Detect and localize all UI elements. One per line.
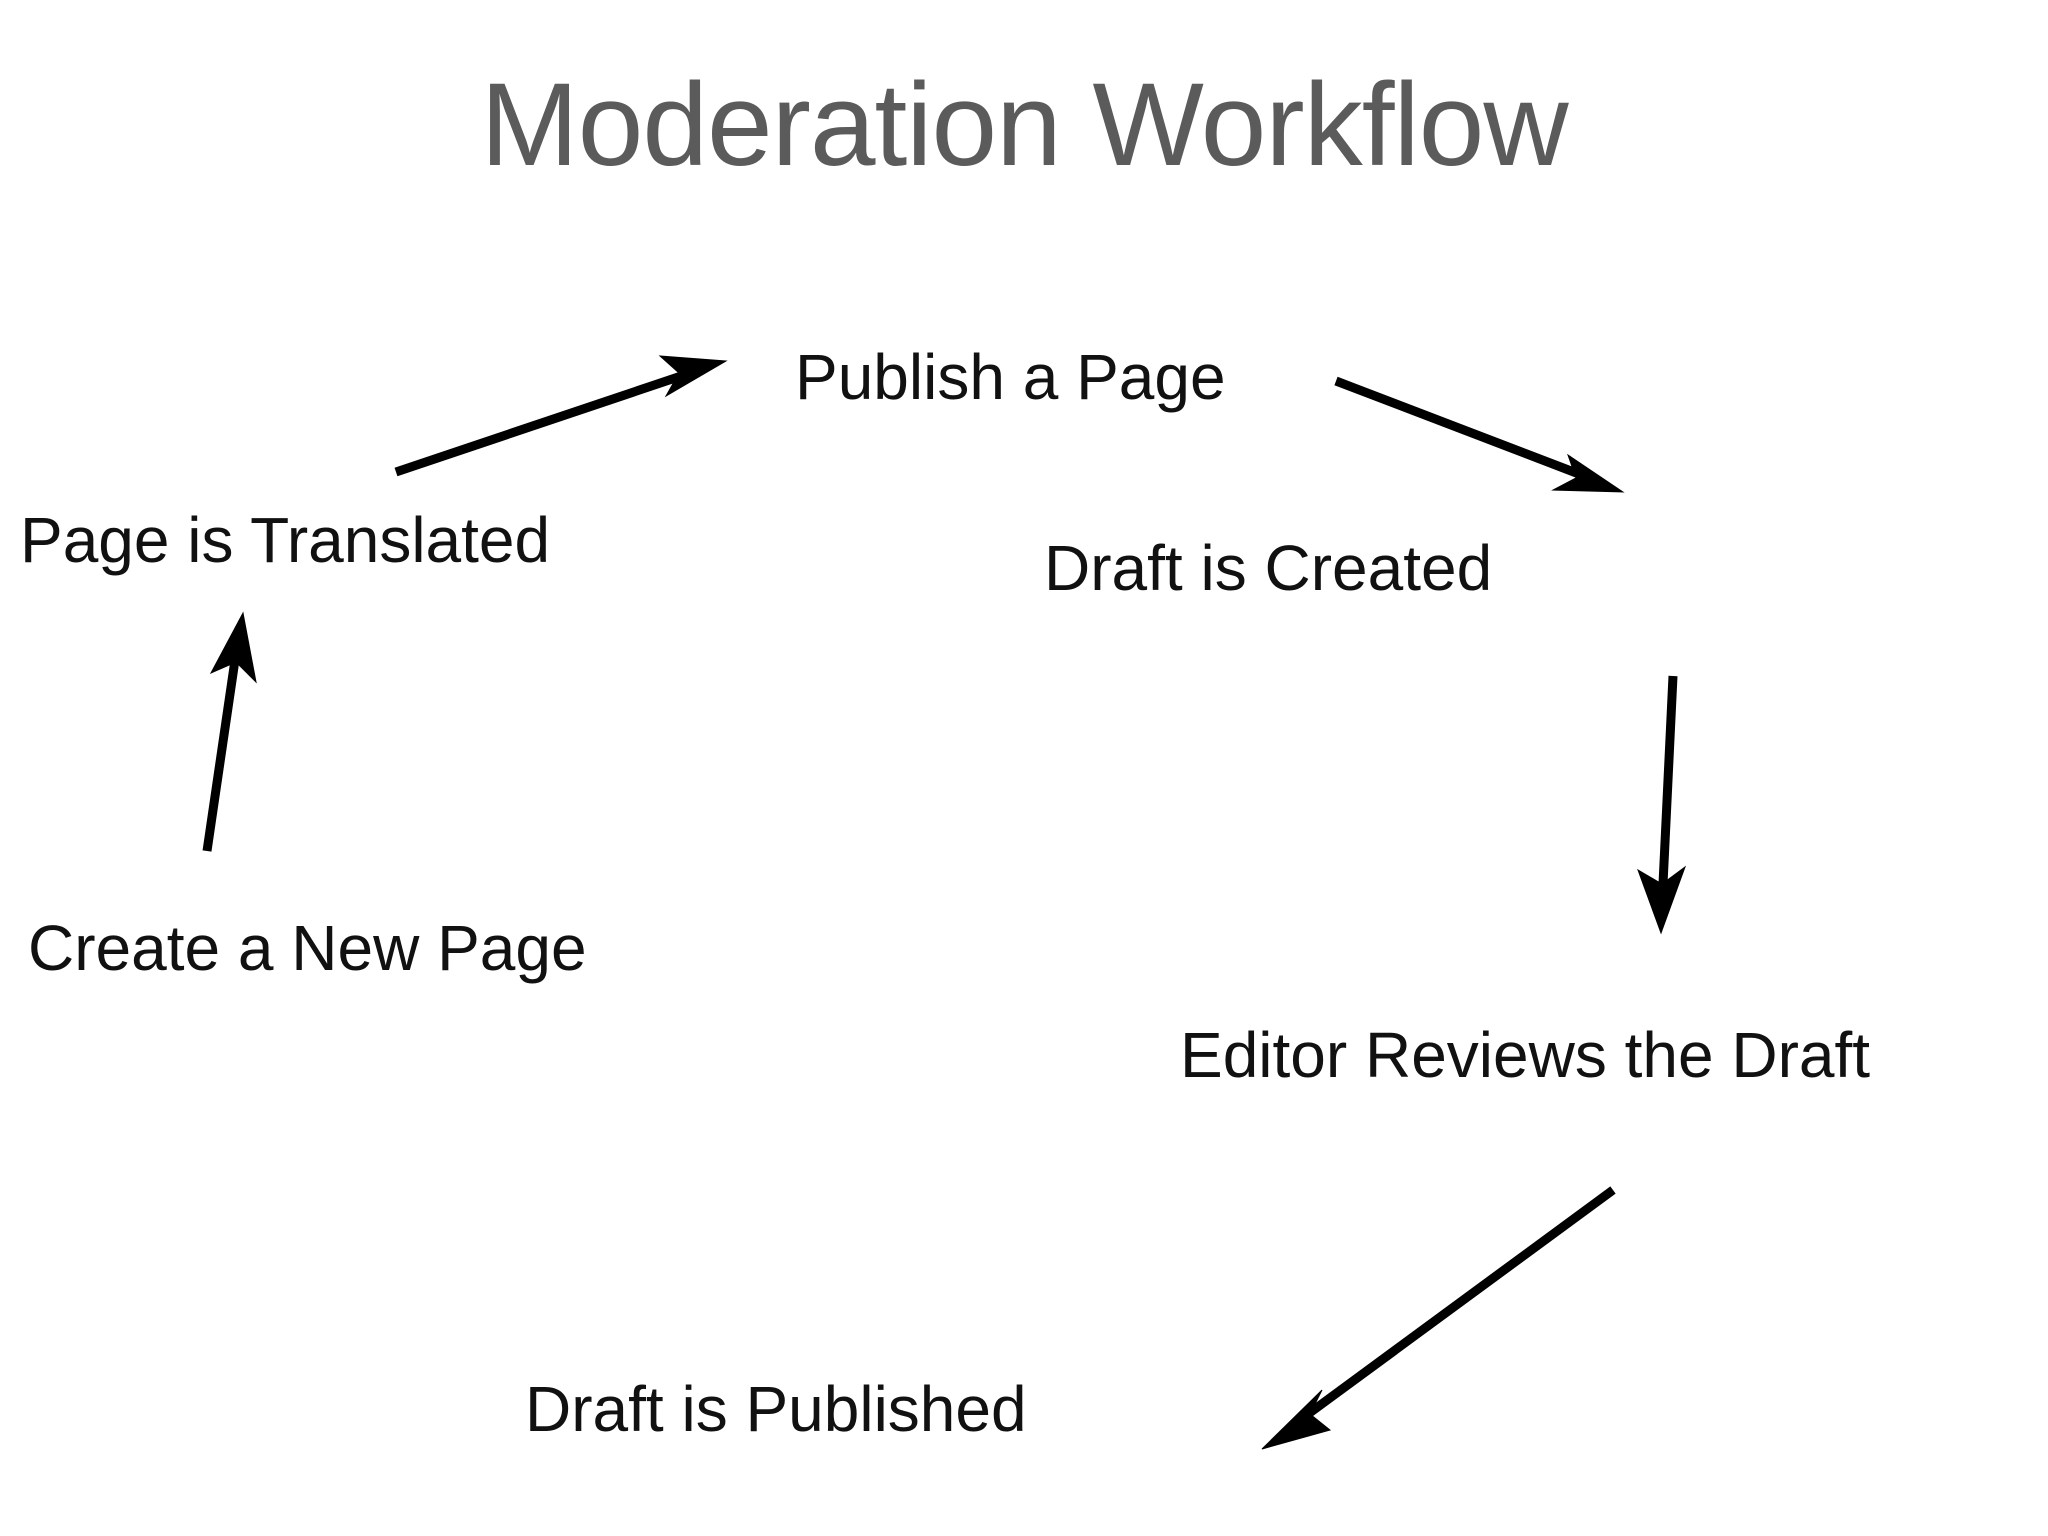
edge-translated-to-publish	[394, 355, 728, 477]
page-title: Moderation Workflow	[480, 59, 1568, 191]
edge-publish-to-draft	[1334, 376, 1625, 493]
edge-editor-to-published	[1261, 1186, 1616, 1450]
edge-create-to-translated	[202, 611, 257, 852]
node-draft-is-published: Draft is Published	[525, 1373, 1027, 1445]
edge-draft-to-editor	[1637, 675, 1687, 935]
node-page-is-translated: Page is Translated	[20, 504, 551, 576]
node-editor-reviews-the-draft: Editor Reviews the Draft	[1180, 1019, 1871, 1091]
node-draft-is-created: Draft is Created	[1044, 532, 1493, 604]
node-create-a-new-page: Create a New Page	[28, 912, 587, 984]
node-publish-a-page: Publish a Page	[795, 341, 1226, 413]
